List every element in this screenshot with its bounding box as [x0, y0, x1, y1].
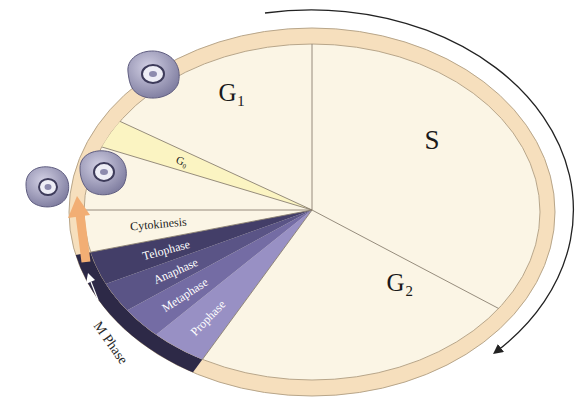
cytokinesis-arrow	[68, 196, 90, 262]
phase-label: G₁	[219, 80, 246, 105]
cell-icon	[26, 167, 69, 207]
cell-icon	[128, 51, 179, 98]
m-phase-direction-arrow	[86, 273, 98, 300]
cell-icon	[80, 151, 126, 195]
phase-label: G₂	[387, 270, 414, 295]
phase-label: S	[424, 127, 439, 154]
